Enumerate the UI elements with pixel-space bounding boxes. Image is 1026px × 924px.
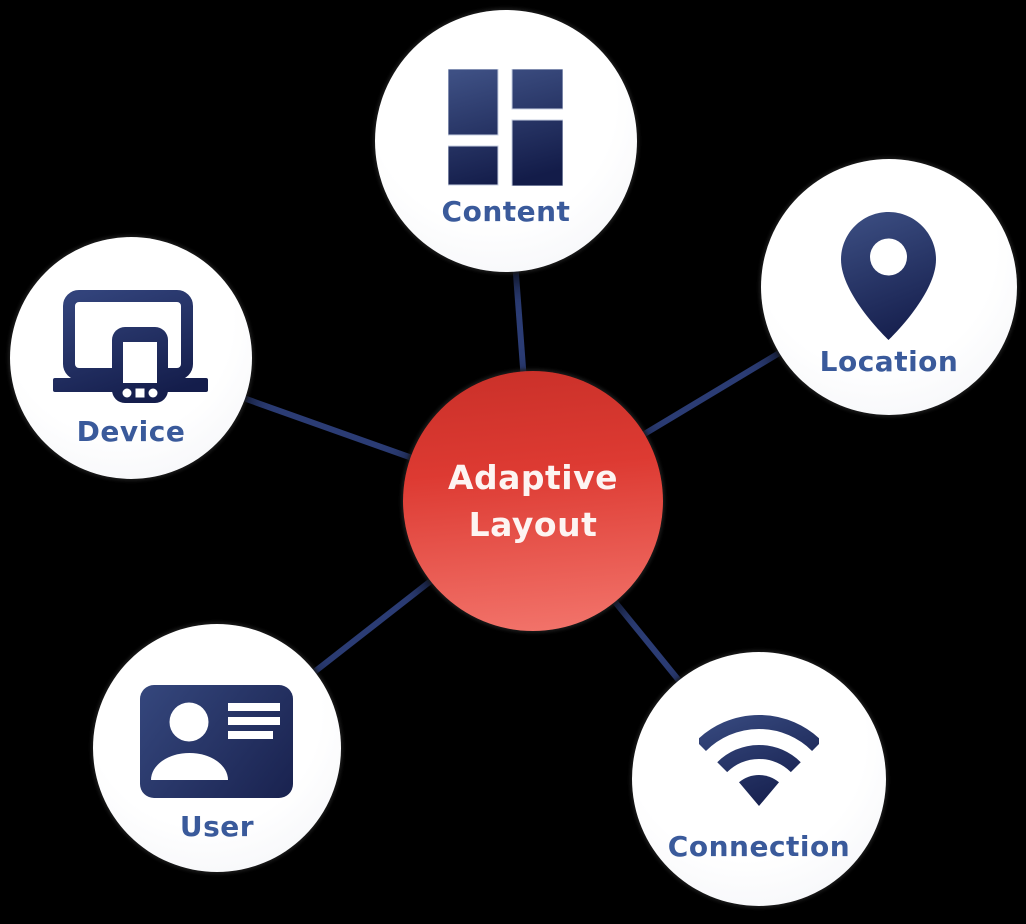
node-device: Device [10,237,252,479]
node-connection: Connection [632,652,886,906]
node-label-user: User [179,810,255,843]
center-node-title: Adaptive Layout [448,454,618,548]
node-content: Content [375,10,637,272]
node-label-content: Content [441,195,571,228]
id-card-icon [140,685,293,798]
center-title-line2: Layout [468,505,598,544]
node-user: User [93,624,341,872]
devices-icon [53,290,208,403]
node-label-location: Location [819,345,959,378]
center-node-adaptive-layout: Adaptive Layout [403,371,663,631]
node-label-connection: Connection [667,830,851,863]
node-location: Location [761,159,1017,415]
grid-layout-icon [448,69,563,186]
wifi-icon [699,714,819,806]
map-pin-icon [841,212,936,340]
center-title-line1: Adaptive [447,458,619,497]
node-label-device: Device [76,415,186,448]
